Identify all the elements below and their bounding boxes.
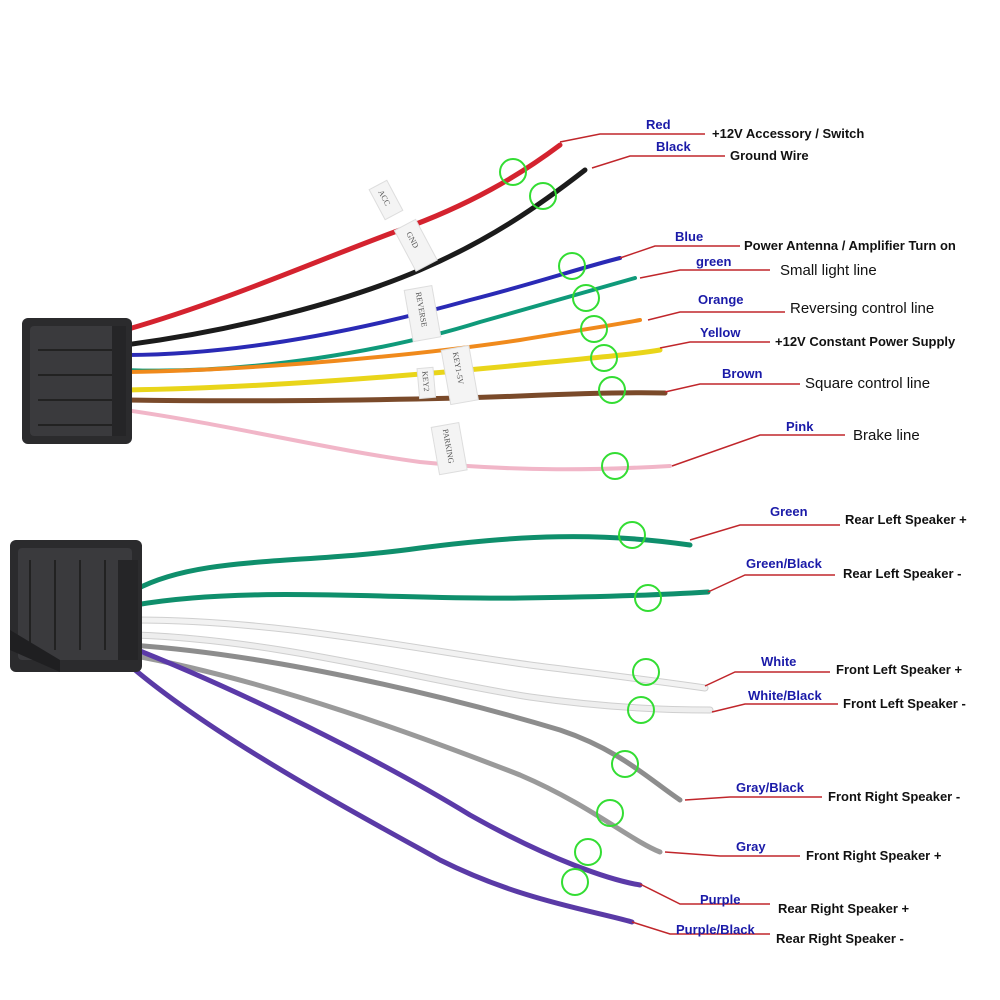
- wire-green-black-rear-left-minus: [132, 589, 711, 608]
- label-color-white: White: [761, 654, 796, 669]
- marker-circle-2: [529, 182, 557, 210]
- wire-white-black-front-left-minus: [132, 632, 713, 713]
- label-color-orange: Orange: [698, 292, 744, 307]
- label-color-brown: Brown: [722, 366, 763, 381]
- marker-circle-5: [580, 315, 608, 343]
- label-function-front-right-plus: Front Right Speaker +: [806, 848, 942, 863]
- wire-white-front-left-plus: [132, 617, 708, 691]
- label-function-rear-right-minus: Rear Right Speaker -: [776, 931, 904, 946]
- label-color-yellow: Yellow: [700, 325, 741, 340]
- wire-gray-front-right-plus: [127, 652, 663, 855]
- label-function-front-right-minus: Front Right Speaker -: [828, 789, 960, 804]
- wire-gray-black-front-right-minus: [127, 642, 683, 803]
- marker-circle-7: [598, 376, 626, 404]
- marker-circle-13: [611, 750, 639, 778]
- label-function-constant-power: +12V Constant Power Supply: [775, 334, 956, 349]
- leader-line-13: [684, 796, 822, 801]
- label-color-green-small: green: [696, 254, 731, 269]
- label-color-purple-black: Purple/Black: [676, 922, 756, 937]
- wire-orange: [123, 318, 642, 374]
- label-color-green-rear-plus: Green: [770, 504, 808, 519]
- leader-line-4: [639, 269, 770, 279]
- marker-circle-6: [590, 344, 618, 372]
- marker-circle-11: [632, 658, 660, 686]
- tag-reverse: REVERSE: [403, 284, 442, 343]
- wire-pink: [123, 408, 672, 472]
- label-color-black: Black: [656, 139, 691, 154]
- label-color-white-black: White/Black: [748, 688, 822, 703]
- leader-line-5: [647, 311, 785, 321]
- wire-green-rear-left-plus: [132, 534, 693, 593]
- label-color-blue: Blue: [675, 229, 703, 244]
- label-color-purple: Purple: [700, 892, 740, 907]
- leader-line-7: [664, 383, 800, 393]
- leader-line-9: [689, 524, 840, 541]
- label-function-rear-right-plus: Rear Right Speaker +: [778, 901, 910, 916]
- tag-key2-text: KEY2: [420, 371, 431, 392]
- wire-tags: ACC GND REVERSE KEY1-5V KEY2 PARKING: [368, 179, 479, 476]
- wire-blue: [123, 256, 622, 357]
- leader-line-2: [591, 155, 725, 169]
- label-function-antenna: Power Antenna / Amplifier Turn on: [744, 238, 956, 253]
- label-function-rear-left-minus: Rear Left Speaker -: [843, 566, 962, 581]
- tag-acc: ACC: [368, 179, 404, 221]
- leader-line-14: [664, 851, 800, 857]
- label-function-reversing: Reversing control line: [790, 300, 934, 317]
- label-color-green-black: Green/Black: [746, 556, 823, 571]
- marker-circle-3: [558, 252, 586, 280]
- leader-lines: [559, 133, 845, 935]
- tag-key: KEY1-5V: [440, 344, 479, 406]
- tag-gnd: GND: [393, 218, 438, 272]
- marker-circle-8: [601, 452, 629, 480]
- leader-line-10: [707, 574, 835, 593]
- label-color-gray: Gray: [736, 839, 766, 854]
- marker-circles: [499, 158, 662, 896]
- wire-black: [122, 167, 588, 348]
- tag-parking: PARKING: [430, 421, 468, 476]
- wire-brown: [122, 390, 668, 404]
- label-color-red: Red: [646, 117, 671, 132]
- marker-circle-9: [618, 521, 646, 549]
- marker-circle-12: [627, 696, 655, 724]
- leader-line-1: [559, 133, 705, 143]
- marker-circle-15: [574, 838, 602, 866]
- leader-line-12: [711, 703, 838, 713]
- wire-purple-black-rear-right-minus: [115, 652, 635, 925]
- leader-line-6: [659, 341, 770, 349]
- bottom-connector: [10, 540, 142, 672]
- marker-circle-4: [572, 284, 600, 312]
- leader-line-3: [619, 245, 740, 259]
- top-connector: [22, 318, 132, 444]
- label-function-brake: Brake line: [853, 427, 920, 444]
- label-function-accessory: +12V Accessory / Switch: [712, 126, 864, 141]
- label-function-square-control: Square control line: [805, 375, 930, 392]
- labels: Red +12V Accessory / Switch Black Ground…: [646, 117, 967, 946]
- label-function-small-light: Small light line: [780, 262, 877, 279]
- top-harness-wires: [122, 142, 672, 472]
- marker-circle-16: [561, 868, 589, 896]
- leader-line-11: [704, 671, 830, 687]
- label-color-pink: Pink: [786, 419, 814, 434]
- marker-circle-10: [634, 584, 662, 612]
- tag-key2: KEY2: [416, 366, 437, 400]
- wire-purple-rear-right-plus: [122, 642, 643, 888]
- leader-line-16: [631, 921, 770, 935]
- marker-circle-1: [499, 158, 527, 186]
- label-function-front-left-minus: Front Left Speaker -: [843, 696, 966, 711]
- wire-red: [122, 142, 563, 333]
- leader-line-8: [671, 434, 845, 467]
- leader-line-15: [639, 883, 770, 905]
- label-function-front-left-plus: Front Left Speaker +: [836, 662, 962, 677]
- label-color-gray-black: Gray/Black: [736, 780, 805, 795]
- marker-circle-14: [596, 799, 624, 827]
- bottom-harness-wires: [115, 534, 714, 925]
- label-function-ground: Ground Wire: [730, 148, 809, 163]
- label-function-rear-left-plus: Rear Left Speaker +: [845, 512, 967, 527]
